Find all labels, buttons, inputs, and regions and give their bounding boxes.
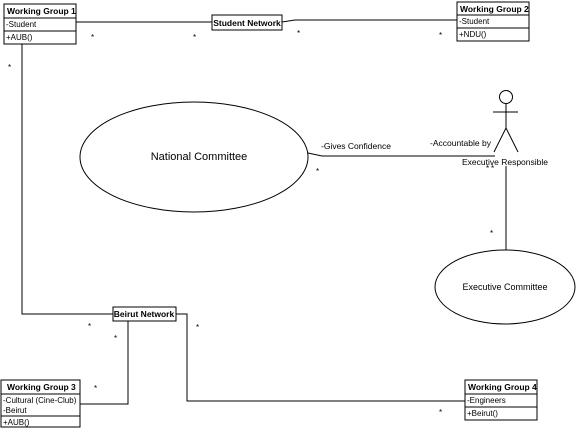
multiplicity-star: * [316, 167, 319, 176]
multiplicity-star: * [88, 322, 91, 331]
class-op-wg4: +Beirut() [467, 409, 498, 418]
class-name-wg2: Working Group 2 [460, 4, 529, 14]
class-name-wg1: Working Group 1 [7, 6, 76, 16]
multiplicity-star: * [439, 408, 442, 417]
multiplicity-star: * [91, 33, 94, 42]
multiplicity-star: * [439, 31, 442, 40]
line-beirut-network-wg3 [80, 320, 129, 405]
line-national-committee-actor [307, 152, 495, 157]
line-beirut-network-wg4 [176, 313, 465, 402]
multiplicity-star: * [114, 334, 117, 343]
actor-head [499, 90, 513, 104]
class-name-wg3: Working Group 3 [7, 382, 76, 392]
usecase-national-committee[interactable] [79, 101, 309, 213]
multiplicity-star: * [490, 229, 493, 238]
class-working-group-1[interactable]: Working Group 1 -Student +AUB() [3, 3, 77, 45]
multiplicity-star: * [94, 384, 97, 393]
class-attr-wg3-2: -Beirut [3, 406, 27, 415]
usecase-national-committee-label: National Committee [151, 151, 248, 163]
label-accountable-by: -Accountable by [430, 138, 492, 148]
class-attr-wg3-1: -Cultural (Cine-Club) [3, 396, 77, 405]
class-beirut-network[interactable]: Beirut Network [112, 306, 177, 322]
usecase-executive-committee-label: Executive Committee [462, 282, 547, 292]
multiplicity-star: * [297, 29, 300, 38]
class-student-network[interactable]: Student Network [211, 14, 283, 31]
class-working-group-2[interactable]: Working Group 2 -Student +NDU() [456, 1, 530, 42]
class-attr-wg4: -Engineers [467, 396, 506, 405]
multiplicity-star: * [486, 164, 489, 173]
class-attr-wg1: -Student [6, 20, 37, 29]
actor-name-label: Executive Responsible [462, 157, 548, 167]
class-attr-wg2: -Student [459, 17, 490, 26]
class-name-student-network: Student Network [213, 18, 281, 28]
actor-leg-right [505, 127, 519, 153]
class-op-wg3: +AUB() [3, 418, 30, 427]
multiplicity-star: * [8, 63, 11, 72]
label-gives-confidence: -Gives Confidence [321, 141, 391, 151]
class-working-group-4[interactable]: Working Group 4 -Engineers +Beirut() [464, 379, 538, 421]
class-name-wg4: Working Group 4 [468, 382, 537, 392]
multiplicity-star: * [196, 323, 199, 332]
actor-leg-left [493, 127, 507, 153]
multiplicity-star: * [491, 164, 494, 173]
line-student-network-wg2 [281, 19, 457, 23]
multiplicity-star: * [193, 33, 196, 42]
class-name-beirut-network: Beirut Network [114, 309, 175, 319]
actor-executive-responsible[interactable] [493, 90, 519, 153]
line-wg1-beirut-network [21, 44, 113, 315]
usecase-executive-committee[interactable] [434, 249, 576, 325]
class-op-wg1: +AUB() [6, 33, 33, 42]
class-op-wg2: +NDU() [459, 30, 487, 39]
class-working-group-3[interactable]: Working Group 3 -Cultural (Cine-Club) -B… [0, 379, 81, 428]
